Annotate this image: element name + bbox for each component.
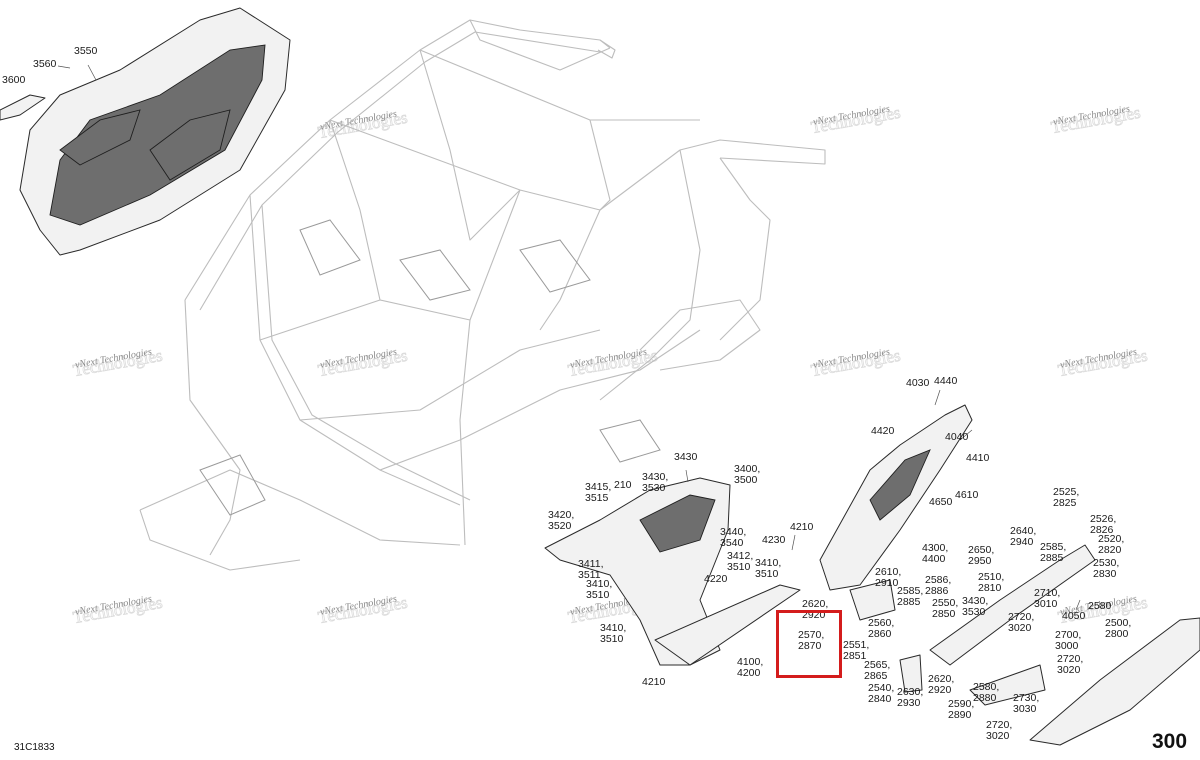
- callout-label: 3415,3515: [585, 481, 611, 504]
- leader-lines: [57, 64, 1081, 611]
- callout-label: 2620,2920: [928, 673, 954, 696]
- callout-label: 2700,3000: [1055, 629, 1081, 652]
- callout-label: 2551,2851: [843, 639, 869, 662]
- page-number: 300: [1152, 730, 1188, 753]
- callout-label: 2585,2885: [897, 585, 923, 608]
- door-assembly: [0, 7, 291, 256]
- callout-label: 2640,2940: [1010, 525, 1036, 548]
- callout-label: 3550: [74, 45, 98, 57]
- callout-label: 4300,4400: [922, 542, 948, 565]
- highlight-box: [776, 610, 842, 678]
- callout-label: 4650: [929, 496, 953, 508]
- callout-label: 3430,3530: [642, 471, 668, 494]
- callout-label: 4230: [762, 534, 786, 546]
- callout-label: 2525,2825: [1053, 486, 1079, 509]
- callout-label: 3400,3500: [734, 463, 760, 486]
- callout-label: 3420,3520: [548, 509, 574, 532]
- side-panel-front: [544, 477, 801, 666]
- callout-label: 2550,2850: [932, 597, 958, 620]
- callout-label: 2720,3020: [1008, 611, 1034, 634]
- callout-label: 2526,2826: [1090, 513, 1116, 536]
- callout-label: 3411,3511: [578, 558, 604, 581]
- callout-label: 4440: [934, 375, 958, 387]
- callout-label: 2580,2880: [973, 681, 999, 704]
- callout-label: 3410,3510: [586, 578, 612, 601]
- callout-label: 2710,3010: [1034, 587, 1060, 610]
- callout-label: 3560: [33, 58, 57, 70]
- callout-label: 2650,2950: [968, 544, 994, 567]
- callout-label: 3440,3540: [720, 526, 746, 549]
- callout-label: 2500,2800: [1105, 617, 1131, 640]
- callout-label: 3430: [674, 451, 698, 463]
- callout-label: 2730,3030: [1013, 692, 1039, 715]
- callout-label: 2540,2840: [868, 682, 894, 705]
- callout-label: 2510,2810: [978, 571, 1004, 594]
- callout-label: 3412,3510: [727, 550, 753, 573]
- callout-label: 4610: [955, 489, 979, 501]
- callout-label: 2565,2865: [864, 659, 890, 682]
- callout-labels: 3550 3560 3600 4030 4440 4420 4040 4410 46504610…: [2, 45, 1131, 742]
- callout-label: 4030: [906, 377, 930, 389]
- callout-label: 2585,2885: [1040, 541, 1066, 564]
- callout-label: 4210: [642, 676, 666, 688]
- callout-label: 2580: [1088, 600, 1112, 612]
- callout-label: 2610,2910: [875, 566, 901, 589]
- callout-label: 4420: [871, 425, 895, 437]
- callout-label: 2630,2930: [897, 686, 923, 709]
- callout-label: 4410: [966, 452, 990, 464]
- callout-label: 3410,3510: [755, 557, 781, 580]
- callout-label: 210: [614, 479, 632, 491]
- callout-label: 2590,2890: [948, 698, 974, 721]
- callout-label: 4220: [704, 573, 728, 585]
- callout-label: 3410,3510: [600, 622, 626, 645]
- callout-label: 2520,2820: [1098, 533, 1124, 556]
- callout-label: 4100,4200: [737, 656, 763, 679]
- drawing-code: 31C1833: [14, 742, 55, 753]
- callout-label: 4050: [1062, 610, 1086, 622]
- callout-label: 2586,2886: [925, 574, 951, 597]
- callout-label: 3600: [2, 74, 26, 86]
- callout-label: 2720,3020: [1057, 653, 1083, 676]
- callout-label: 4040: [945, 431, 969, 443]
- callout-label: 3430,3530: [962, 595, 988, 618]
- callout-label: 2530,2830: [1093, 557, 1119, 580]
- rocker-rails: [849, 544, 1200, 746]
- chassis-frame: [139, 19, 826, 571]
- side-panel-rear: [819, 404, 973, 591]
- callout-label: 4210: [790, 521, 814, 533]
- callout-label: 2560,2860: [868, 617, 894, 640]
- callout-label: 2720,3020: [986, 719, 1012, 742]
- callout-label: 2570,2870: [798, 629, 824, 652]
